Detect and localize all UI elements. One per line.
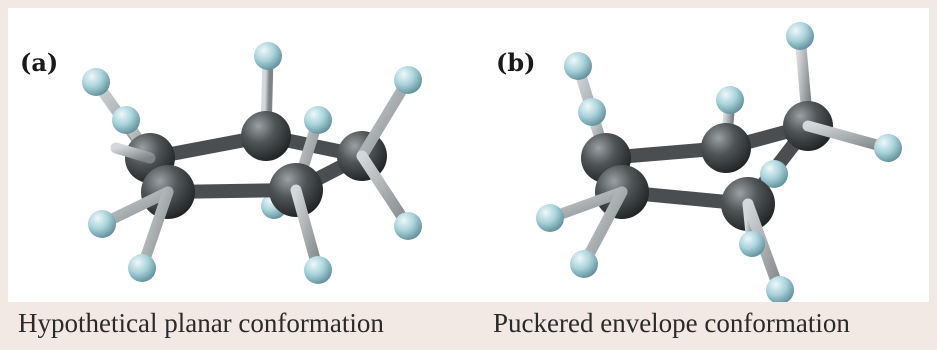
panel-a-label: (a) <box>20 48 59 77</box>
molecule-figure: (a) (b) <box>8 8 929 302</box>
hydrogen-atom <box>570 250 598 278</box>
panel-b-caption: Puckered envelope conformation <box>493 308 850 338</box>
hydrogen-atom <box>874 134 902 162</box>
hydrogen-atom <box>760 160 788 188</box>
hydrogen-atom <box>304 106 332 134</box>
hydrogen-atom <box>766 276 794 302</box>
hydrogen-atom <box>304 256 332 284</box>
hydrogen-atom <box>254 42 282 70</box>
hydrogen-atom <box>739 231 765 257</box>
h-atoms-back <box>82 42 287 219</box>
planar-conformation-model <box>82 42 422 284</box>
hydrogen-atom <box>394 212 422 240</box>
hydrogen-atom <box>536 204 564 232</box>
hydrogen-atom <box>564 52 592 80</box>
hydrogen-atom <box>128 254 156 282</box>
hydrogen-atom <box>786 22 814 50</box>
hydrogen-atom <box>82 68 110 96</box>
hydrogen-atom <box>112 106 140 134</box>
panel-b-label: (b) <box>496 48 536 77</box>
hydrogen-atom <box>578 98 606 126</box>
hydrogen-atom <box>716 86 744 114</box>
carbon-atom <box>701 123 751 173</box>
panel-a-caption: Hypothetical planar conformation <box>18 308 384 338</box>
carbon-atom <box>241 111 291 161</box>
hydrogen-atom <box>88 210 116 238</box>
envelope-conformation-model <box>536 22 902 302</box>
hydrogen-atom <box>394 66 422 94</box>
